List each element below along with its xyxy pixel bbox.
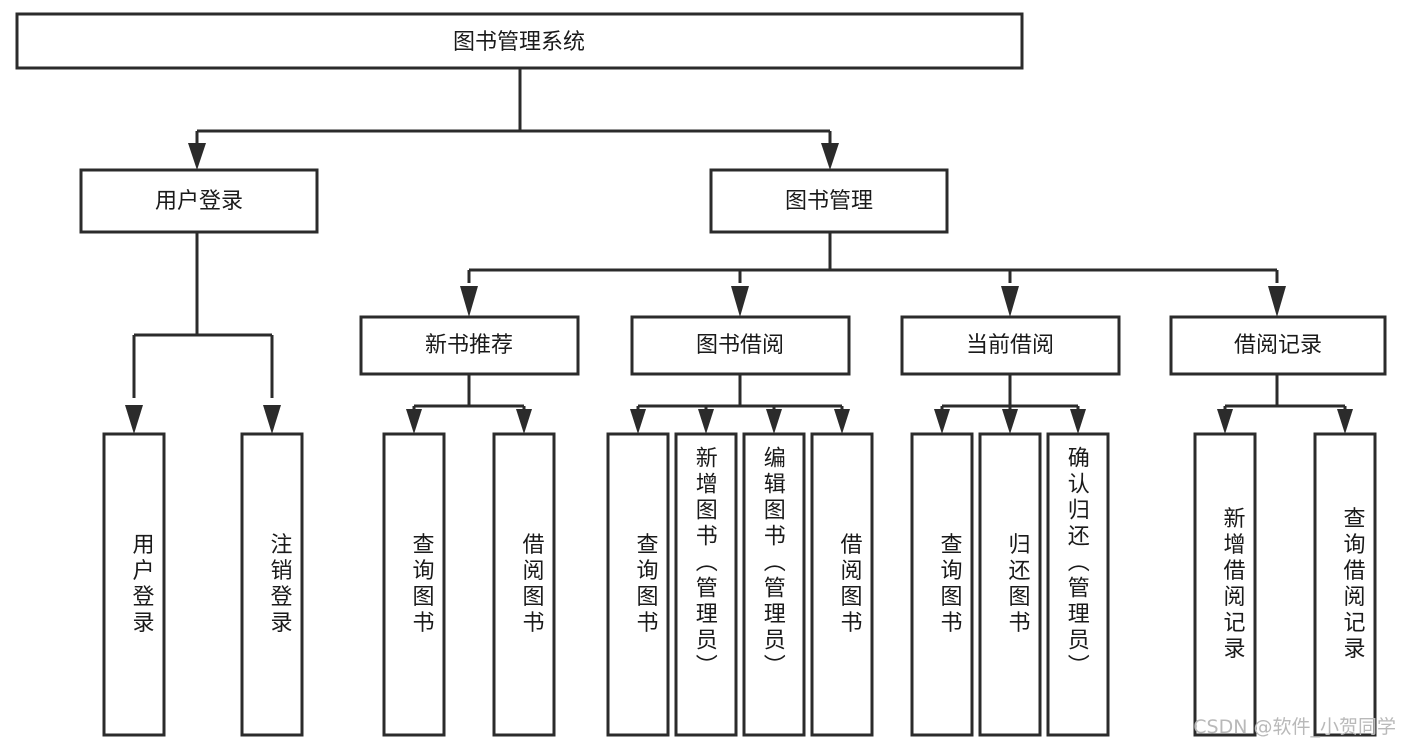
node-book-borrow[interactable]: 图书借阅 <box>630 315 851 376</box>
leaf-query-record-label: 查询借阅记录 <box>1340 507 1366 663</box>
leaf-query-record[interactable]: 查询借阅记录 <box>1313 432 1377 737</box>
arrow-to-leaf-user-login <box>125 405 143 434</box>
leaf-user-login-label: 用户登录 <box>129 533 155 637</box>
leaf-query-book-1-label: 查询图书 <box>409 533 435 637</box>
leaf-add-record[interactable]: 新增借阅记录 <box>1193 432 1257 737</box>
arrow-to-leaf-confirm-return <box>1070 409 1086 434</box>
arrow-to-leaf-query-record <box>1337 409 1353 434</box>
arrow-to-leaf-add-book <box>698 409 714 434</box>
leaf-add-book-box <box>674 432 738 737</box>
arrow-to-book-management <box>821 143 839 170</box>
node-user-login[interactable]: 用户登录 <box>79 168 319 234</box>
node-new-book-recommend-box <box>359 315 580 376</box>
leaf-query-book-2[interactable]: 查询图书 <box>606 432 670 737</box>
arrow-to-leaf-logout-login <box>263 405 281 434</box>
arrow-to-leaf-return-book <box>1002 409 1018 434</box>
leaf-borrow-book-2[interactable]: 借阅图书 <box>810 432 874 737</box>
leaf-user-login[interactable]: 用户登录 <box>102 432 166 737</box>
node-book-management[interactable]: 图书管理 <box>709 168 949 234</box>
leaf-confirm-return[interactable]: 确认归还（管理员） <box>1046 432 1110 737</box>
leaf-query-record-box <box>1313 432 1377 737</box>
leaf-query-book-1-box <box>382 432 446 737</box>
node-system-root-label: 图书管理系统 <box>453 30 585 55</box>
node-book-management-label: 图书管理 <box>785 189 873 214</box>
leaf-logout-login[interactable]: 注销登录 <box>240 432 304 737</box>
leaf-return-book-label: 归还图书 <box>1005 533 1031 637</box>
arrow-to-current-borrow <box>1001 286 1019 317</box>
arrow-to-leaf-borrow-book-2 <box>834 409 850 434</box>
arrow-to-leaf-borrow-book-1 <box>516 409 532 434</box>
arrow-to-leaf-query-book-1 <box>406 409 422 434</box>
leaf-query-book-1[interactable]: 查询图书 <box>382 432 446 737</box>
node-book-borrow-box <box>630 315 851 376</box>
leaf-query-book-2-box <box>606 432 670 737</box>
arrow-to-leaf-edit-book <box>766 409 782 434</box>
node-borrow-record[interactable]: 借阅记录 <box>1169 315 1387 376</box>
leaf-edit-book-box <box>742 432 806 737</box>
node-book-borrow-label: 图书借阅 <box>696 333 784 358</box>
node-new-book-recommend[interactable]: 新书推荐 <box>359 315 580 376</box>
node-book-management-box <box>709 168 949 234</box>
leaf-query-book-3[interactable]: 查询图书 <box>910 432 974 737</box>
leaf-add-book-label: 新增图书（管理员） <box>692 446 718 680</box>
arrow-to-new-book-recommend <box>460 286 478 317</box>
leaf-logout-login-box <box>240 432 304 737</box>
leaf-return-book-box <box>978 432 1042 737</box>
leaf-confirm-return-box <box>1046 432 1110 737</box>
leaf-confirm-return-label: 确认归还（管理员） <box>1064 446 1090 680</box>
leaf-borrow-book-2-label: 借阅图书 <box>837 533 863 637</box>
leaf-edit-book[interactable]: 编辑图书（管理员） <box>742 432 806 737</box>
leaf-query-book-2-label: 查询图书 <box>633 533 659 637</box>
leaf-borrow-book-2-box <box>810 432 874 737</box>
leaf-return-book[interactable]: 归还图书 <box>978 432 1042 737</box>
node-new-book-recommend-label: 新书推荐 <box>425 333 513 358</box>
arrow-to-leaf-query-book-2 <box>630 409 646 434</box>
leaf-edit-book-label: 编辑图书（管理员） <box>760 446 786 680</box>
node-user-login-label: 用户登录 <box>155 189 243 214</box>
leaf-add-book[interactable]: 新增图书（管理员） <box>674 432 738 737</box>
node-current-borrow-label: 当前借阅 <box>966 333 1054 358</box>
leaf-borrow-book-1-box <box>492 432 556 737</box>
leaf-query-book-3-label: 查询图书 <box>937 533 963 637</box>
arrow-to-borrow-record <box>1268 286 1286 317</box>
arrow-to-book-borrow <box>731 286 749 317</box>
node-system-root[interactable]: 图书管理系统 <box>15 12 1024 70</box>
node-current-borrow-box <box>900 315 1121 376</box>
leaf-borrow-book-1-label: 借阅图书 <box>519 533 545 637</box>
leaf-user-login-box <box>102 432 166 737</box>
leaf-add-record-label: 新增借阅记录 <box>1220 507 1246 663</box>
node-user-login-box <box>79 168 319 234</box>
csdn-watermark: CSDN @软件_小贺同学 <box>1193 716 1396 738</box>
node-borrow-record-label: 借阅记录 <box>1234 333 1322 358</box>
node-borrow-record-box <box>1169 315 1387 376</box>
node-current-borrow[interactable]: 当前借阅 <box>900 315 1121 376</box>
leaf-query-book-3-box <box>910 432 974 737</box>
arrow-to-leaf-query-book-3 <box>934 409 950 434</box>
arrow-to-user-login <box>188 143 206 170</box>
node-system-root-box <box>15 12 1024 70</box>
arrow-to-leaf-add-record <box>1217 409 1233 434</box>
leaf-logout-login-label: 注销登录 <box>267 533 293 637</box>
leaf-borrow-book-1[interactable]: 借阅图书 <box>492 432 556 737</box>
leaf-add-record-box <box>1193 432 1257 737</box>
edges-layer <box>125 68 1353 434</box>
